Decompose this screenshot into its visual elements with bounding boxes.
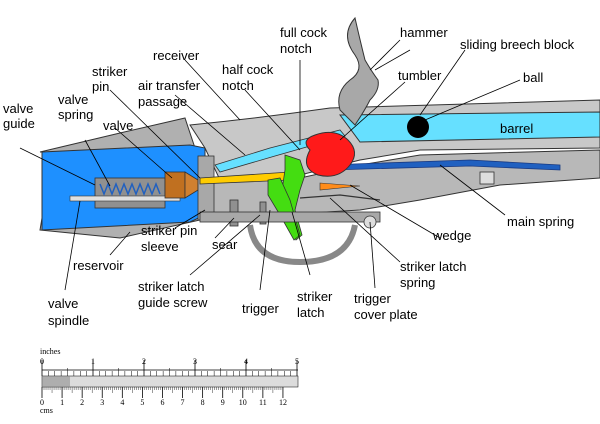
label-tumbler: tumbler <box>398 68 442 83</box>
label-striker-pin-sleeve-2: sleeve <box>141 239 179 254</box>
label-striker-latch-spring-1: striker latch <box>400 259 466 274</box>
inch-label-0: 0 <box>40 357 44 366</box>
trigger-assembly <box>199 154 381 266</box>
ball <box>407 116 429 138</box>
label-air-transfer-1: air transfer <box>138 78 201 93</box>
trigger <box>267 177 301 241</box>
scale-cms-unit: cms <box>40 406 53 415</box>
label-valve-spindle-2: spindle <box>48 313 89 328</box>
cm-label-1: 1 <box>60 398 64 407</box>
valve-assembly <box>69 155 215 221</box>
cm-label-9: 9 <box>221 398 225 407</box>
inch-tick-group: 0 1 2 3 4 5 <box>40 357 299 376</box>
label-striker-latch-spring-2: spring <box>400 275 435 290</box>
label-valve-guide-2: guide <box>3 116 35 131</box>
label-valve-guide-1: valve <box>3 101 33 116</box>
label-striker-pin-sleeve-1: striker pin <box>141 223 197 238</box>
labels: valve guide valve spring valve striker p… <box>3 25 575 328</box>
cm-label-12: 12 <box>279 398 287 407</box>
valve-guide-body <box>94 177 166 209</box>
cm-label-2: 2 <box>80 398 84 407</box>
inch-label-1: 1 <box>91 357 95 366</box>
scale-ruler <box>41 375 299 388</box>
cm-label-5: 5 <box>140 398 144 407</box>
inch-label-4: 4 <box>244 357 248 366</box>
label-sliding-breech: sliding breech block <box>460 37 575 52</box>
label-valve-spindle-1: valve <box>48 296 78 311</box>
cm-label-4: 4 <box>120 398 124 407</box>
main-spring-screw <box>479 171 495 185</box>
barrel <box>339 111 600 143</box>
label-hammer: hammer <box>400 25 448 40</box>
cm-label-8: 8 <box>201 398 205 407</box>
scale-zero-band <box>42 376 70 387</box>
valve-spindle <box>69 195 181 202</box>
leader-lines <box>19 39 521 291</box>
inch-label-5: 5 <box>295 357 299 366</box>
label-striker-latch-guide-2: guide screw <box>138 295 208 310</box>
striker-latch-spring <box>299 194 381 201</box>
label-striker-latch-2: latch <box>297 305 324 320</box>
valve-spring <box>99 181 161 197</box>
label-valve: valve <box>103 118 133 133</box>
scale-inches-unit: inches <box>40 347 60 356</box>
label-sear: sear <box>212 237 238 252</box>
label-air-transfer-2: passage <box>138 94 187 109</box>
label-striker-latch-1: striker <box>297 289 333 304</box>
cm-label-10: 10 <box>239 398 247 407</box>
inch-label-3: 3 <box>193 357 197 366</box>
label-main-spring: main spring <box>507 214 574 229</box>
threaded-plug <box>197 155 215 221</box>
label-full-cock-1: full cock <box>280 25 327 40</box>
label-half-cock-1: half cock <box>222 62 274 77</box>
label-striker-latch-guide-1: striker latch <box>138 279 204 294</box>
label-trigger: trigger <box>242 301 280 316</box>
cm-label-0: 0 <box>40 398 44 407</box>
label-barrel: barrel <box>500 121 533 136</box>
label-receiver: receiver <box>153 48 200 63</box>
label-reservoir: reservoir <box>73 258 124 273</box>
label-striker-pin-1: striker <box>92 64 128 79</box>
label-trigger-cover-2: cover plate <box>354 307 418 322</box>
hammer <box>338 16 379 126</box>
label-full-cock-2: notch <box>280 41 312 56</box>
wedge <box>319 182 361 191</box>
cm-label-11: 11 <box>259 398 267 407</box>
trigger-cover-plate <box>199 211 381 223</box>
label-valve-spring-2: spring <box>58 107 93 122</box>
label-wedge: wedge <box>432 228 471 243</box>
trigger-guard <box>247 224 358 266</box>
label-trigger-cover-1: trigger <box>354 291 392 306</box>
inch-label-2: 2 <box>142 357 146 366</box>
tumbler <box>305 131 355 177</box>
label-striker-pin-2: pin <box>92 79 109 94</box>
cm-label-7: 7 <box>181 398 185 407</box>
label-half-cock-2: notch <box>222 78 254 93</box>
label-ball: ball <box>523 70 543 85</box>
valve-head <box>164 171 186 199</box>
cm-label-6: 6 <box>160 398 164 407</box>
label-valve-spring-1: valve <box>58 92 88 107</box>
cm-label-3: 3 <box>100 398 104 407</box>
